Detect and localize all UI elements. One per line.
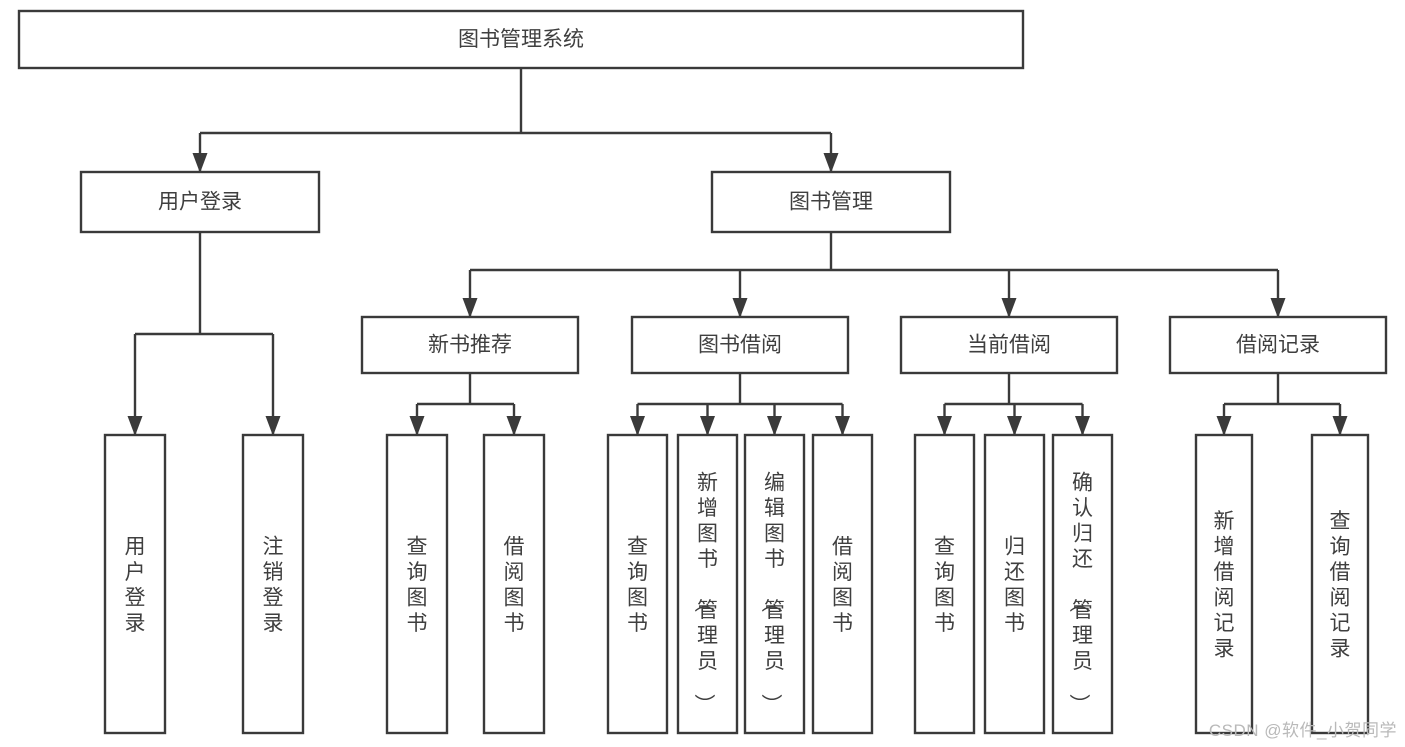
- arrow-head-icon: [506, 416, 522, 436]
- arrow-head-icon: [823, 153, 839, 173]
- connector-group-current-borrow: [937, 373, 1090, 436]
- node-box-leaf-query-books-2: [606, 433, 669, 735]
- node-label-book-management: 图书管理: [789, 191, 873, 214]
- node-label-leaf-query-books-3: 查询图书: [934, 535, 955, 635]
- node-box-leaf-borrow-books-2: [811, 433, 874, 735]
- node-label-leaf-borrow-books-1: 借阅图书: [504, 535, 525, 635]
- node-box-book-management: [710, 170, 952, 234]
- node-leaf-query-books-3[interactable]: 查询图书: [913, 433, 976, 735]
- node-box-leaf-query-books-1: [385, 433, 449, 735]
- arrow-head-icon: [700, 416, 715, 436]
- node-label-leaf-confirm-return: 确认归还（管理员）: [1067, 472, 1093, 715]
- connector-group-user-login: [127, 232, 281, 436]
- node-box-leaf-add-book: [676, 433, 739, 735]
- arrow-head-icon: [630, 416, 645, 436]
- node-label-leaf-query-record: 查询借阅记录: [1330, 510, 1351, 661]
- node-box-book-borrow: [630, 315, 850, 375]
- node-label-leaf-borrow-books-2: 借阅图书: [832, 535, 853, 635]
- node-leaf-add-record[interactable]: 新增借阅记录: [1194, 433, 1254, 735]
- node-leaf-query-books-1[interactable]: 查询图书: [385, 433, 449, 735]
- node-new-book-recommend[interactable]: 新书推荐: [360, 315, 580, 375]
- node-box-borrow-records: [1168, 315, 1388, 375]
- node-layer: 图书管理系统用户登录图书管理新书推荐图书借阅当前借阅借阅记录用户登录注销登录查询…: [17, 9, 1388, 735]
- node-label-leaf-add-book: 新增图书（管理员）: [692, 472, 718, 715]
- node-label-book-borrow: 图书借阅: [698, 334, 782, 357]
- node-leaf-borrow-books-2[interactable]: 借阅图书: [811, 433, 874, 735]
- node-label-leaf-edit-book: 编辑图书（管理员）: [759, 472, 785, 715]
- node-label-leaf-logout: 注销登录: [263, 535, 284, 635]
- node-box-leaf-query-books-3: [913, 433, 976, 735]
- node-box-user-login: [79, 170, 321, 234]
- arrow-head-icon: [732, 298, 748, 318]
- node-label-leaf-query-books-1: 查询图书: [407, 535, 428, 635]
- node-box-leaf-user-login: [103, 433, 167, 735]
- node-label-user-login: 用户登录: [158, 191, 242, 214]
- node-leaf-borrow-books-1[interactable]: 借阅图书: [482, 433, 546, 735]
- node-root[interactable]: 图书管理系统: [17, 9, 1025, 70]
- arrow-head-icon: [1007, 416, 1022, 436]
- node-box-leaf-add-record: [1194, 433, 1254, 735]
- node-leaf-return-book[interactable]: 归还图书: [983, 433, 1046, 735]
- arrow-head-icon: [1270, 298, 1286, 318]
- arrow-head-icon: [937, 416, 952, 436]
- connector-group-book-management: [462, 232, 1286, 318]
- arrow-head-icon: [192, 153, 208, 173]
- node-label-leaf-user-login: 用户登录: [125, 535, 146, 635]
- connector-layer: [127, 68, 1348, 436]
- connector-group-new-book-recommend: [409, 373, 522, 436]
- node-leaf-add-book[interactable]: 新增图书（管理员）: [676, 433, 739, 735]
- node-book-management[interactable]: 图书管理: [710, 170, 952, 234]
- node-label-leaf-return-book: 归还图书: [1004, 535, 1025, 635]
- node-box-leaf-logout: [241, 433, 305, 735]
- connector-group-root: [192, 68, 839, 173]
- node-label-borrow-records: 借阅记录: [1236, 334, 1320, 357]
- node-box-leaf-return-book: [983, 433, 1046, 735]
- node-leaf-user-login[interactable]: 用户登录: [103, 433, 167, 735]
- arrow-head-icon: [767, 416, 782, 436]
- arrow-head-icon: [409, 416, 425, 436]
- arrow-head-icon: [1001, 298, 1017, 318]
- node-leaf-logout[interactable]: 注销登录: [241, 433, 305, 735]
- node-current-borrow[interactable]: 当前借阅: [899, 315, 1119, 375]
- arrow-head-icon: [1075, 416, 1090, 436]
- node-label-current-borrow: 当前借阅: [967, 334, 1051, 357]
- node-box-leaf-confirm-return: [1051, 433, 1114, 735]
- node-book-borrow[interactable]: 图书借阅: [630, 315, 850, 375]
- arrow-head-icon: [265, 416, 281, 436]
- node-box-leaf-edit-book: [743, 433, 806, 735]
- node-box-leaf-query-record: [1310, 433, 1370, 735]
- node-leaf-query-books-2[interactable]: 查询图书: [606, 433, 669, 735]
- node-leaf-edit-book[interactable]: 编辑图书（管理员）: [743, 433, 806, 735]
- node-label-root: 图书管理系统: [458, 28, 584, 51]
- node-leaf-query-record[interactable]: 查询借阅记录: [1310, 433, 1370, 735]
- arrow-head-icon: [1216, 416, 1232, 436]
- arrow-head-icon: [835, 416, 850, 436]
- arrow-head-icon: [462, 298, 478, 318]
- arrow-head-icon: [1332, 416, 1348, 436]
- connector-group-borrow-records: [1216, 373, 1348, 436]
- node-label-leaf-add-record: 新增借阅记录: [1214, 510, 1235, 661]
- connector-group-book-borrow: [630, 373, 850, 436]
- node-label-leaf-query-books-2: 查询图书: [627, 535, 648, 635]
- node-box-root: [17, 9, 1025, 70]
- node-user-login[interactable]: 用户登录: [79, 170, 321, 234]
- node-box-current-borrow: [899, 315, 1119, 375]
- arrow-head-icon: [127, 416, 143, 436]
- node-label-new-book-recommend: 新书推荐: [428, 334, 512, 357]
- node-box-leaf-borrow-books-1: [482, 433, 546, 735]
- node-box-new-book-recommend: [360, 315, 580, 375]
- node-leaf-confirm-return[interactable]: 确认归还（管理员）: [1051, 433, 1114, 735]
- node-borrow-records[interactable]: 借阅记录: [1168, 315, 1388, 375]
